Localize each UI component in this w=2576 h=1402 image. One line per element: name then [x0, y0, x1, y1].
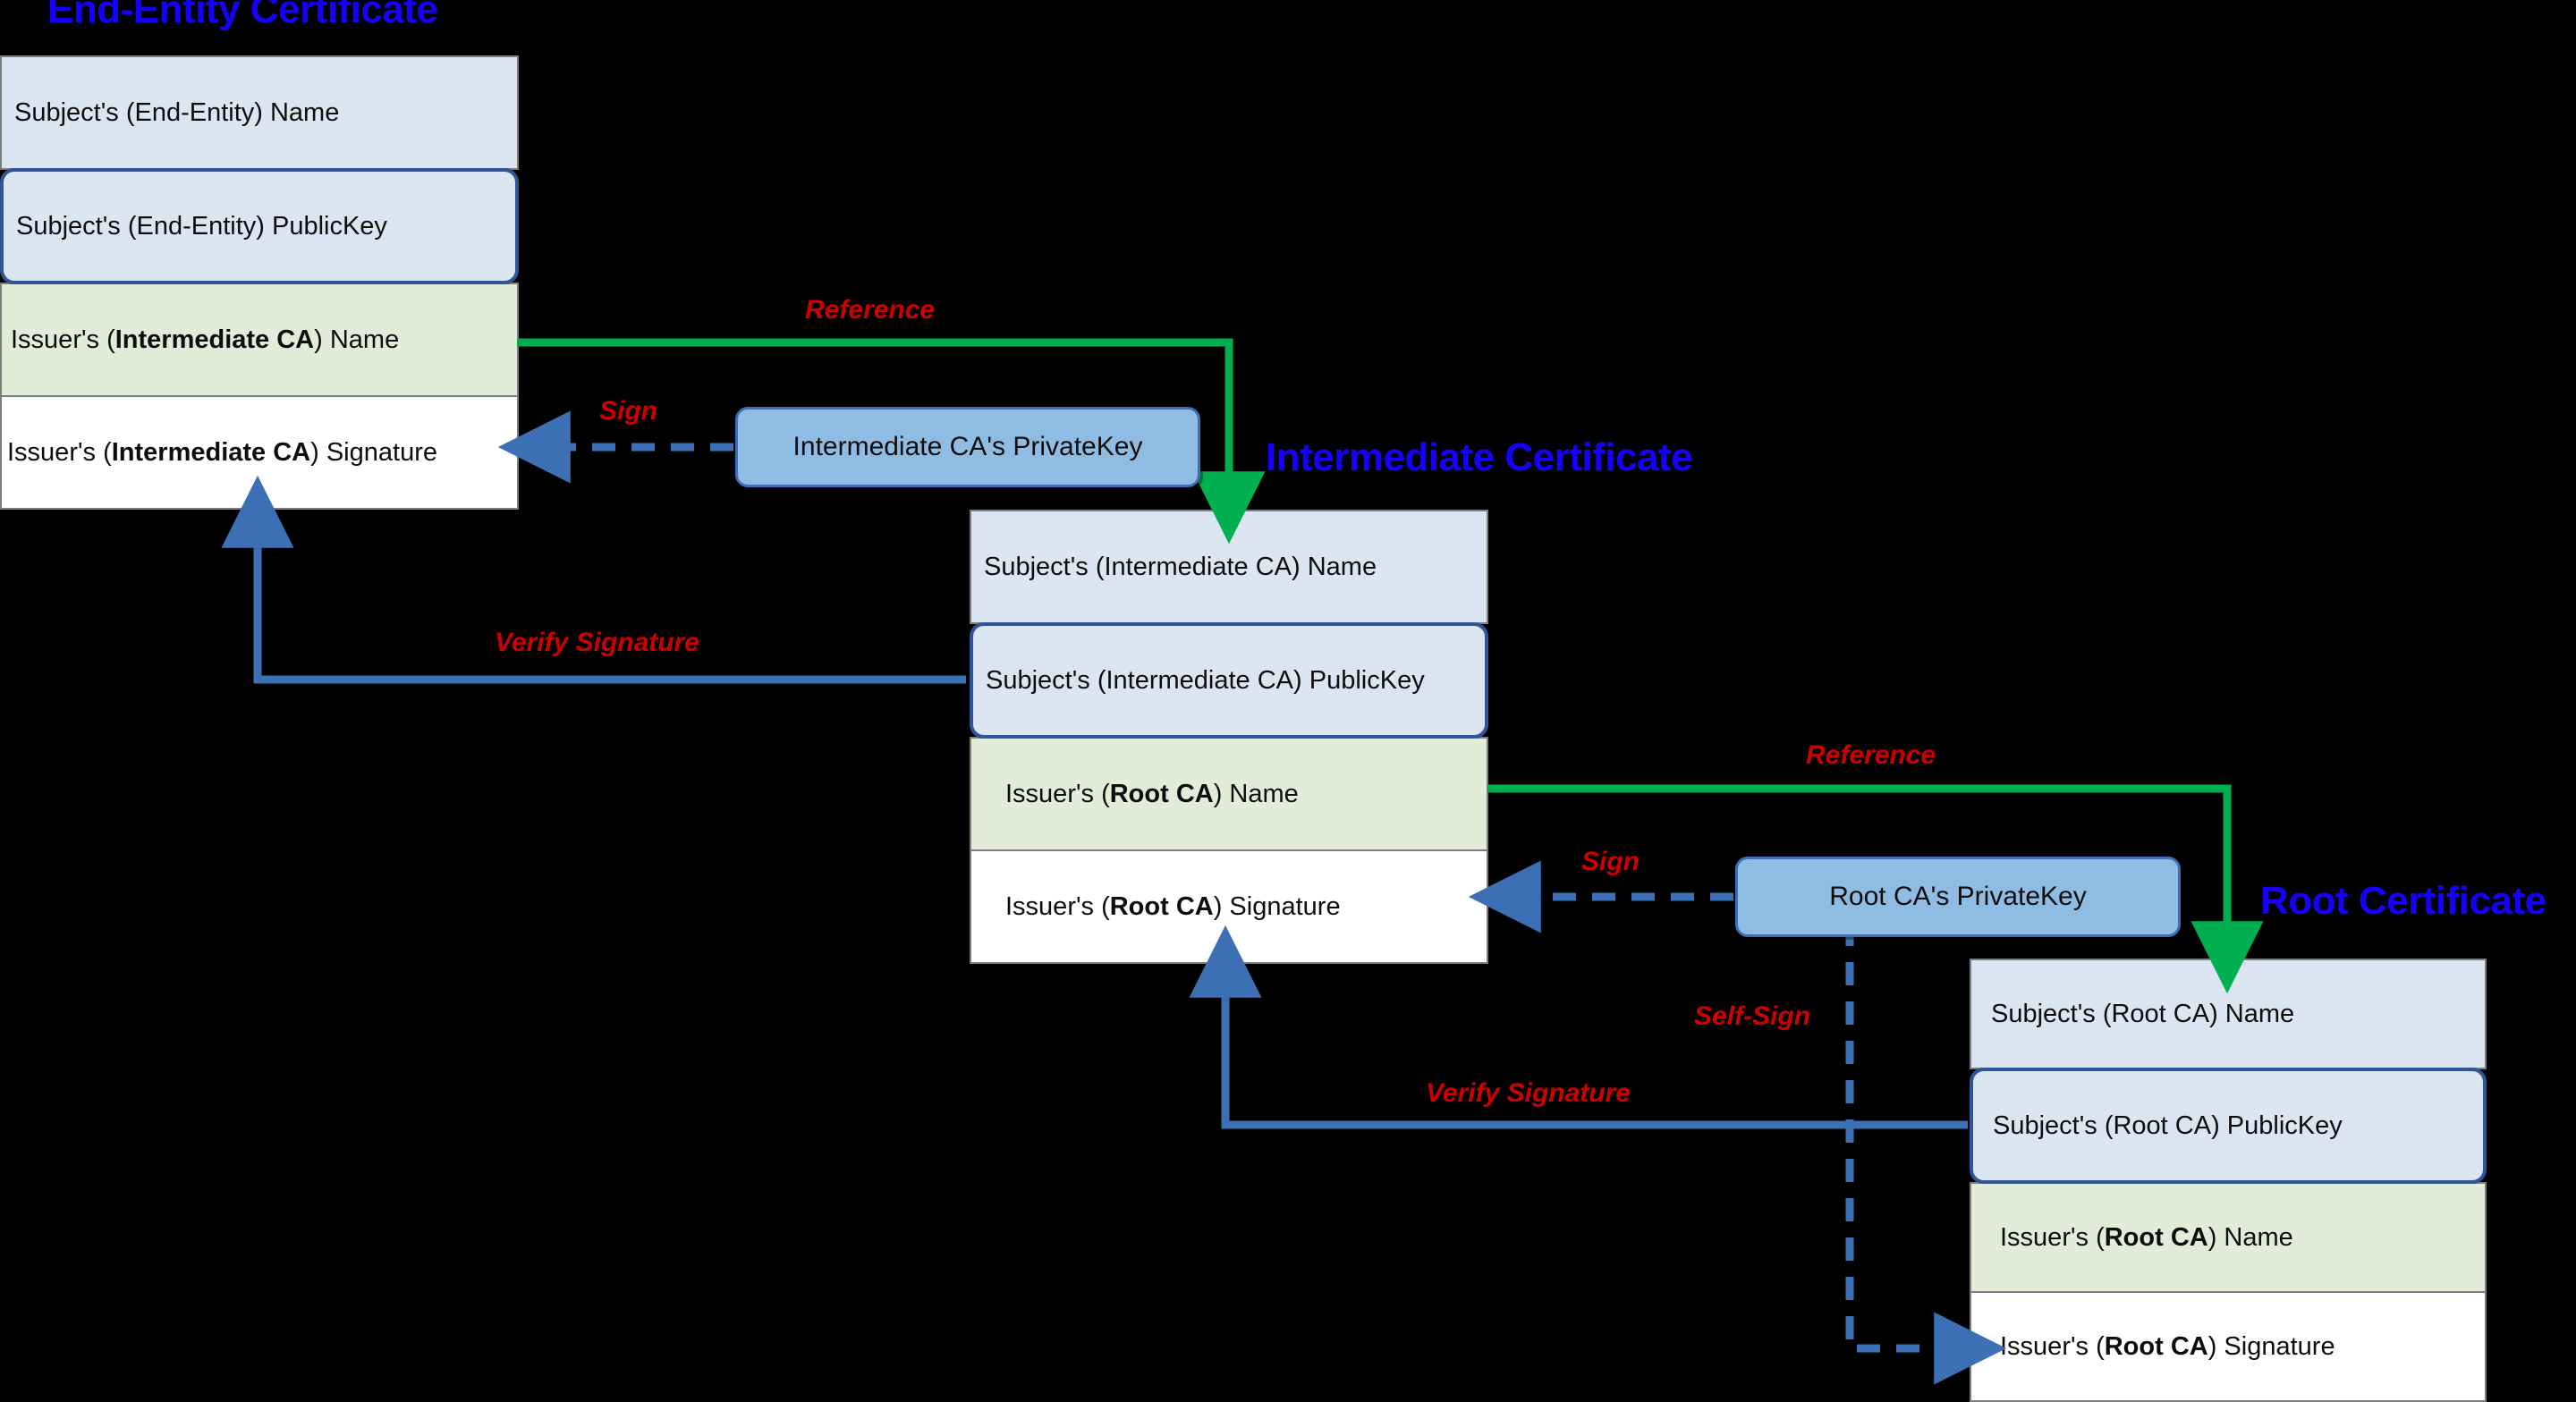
intermediate-subject-publickey-row: Subject's (Intermediate CA) PublicKey — [970, 622, 1488, 739]
edge-label-int-reference: Reference — [1806, 740, 1936, 770]
root-issuer-name-row: Issuer's (Root CA) Name — [1970, 1182, 2487, 1293]
root-issuer-signature-row: Issuer's (Root CA) Signature — [1970, 1291, 2487, 1402]
intermediate-issuer-name-row: Issuer's (Root CA) Name — [970, 737, 1488, 851]
end-entity-subject-publickey-text: Subject's (End-Entity) PublicKey — [16, 211, 387, 241]
edge-label-root-self-sign: Self-Sign — [1694, 1001, 1811, 1031]
end-entity-subject-publickey-row: Subject's (End-Entity) PublicKey — [0, 168, 519, 284]
root-subject-publickey-row: Subject's (Root CA) PublicKey — [1970, 1068, 2487, 1184]
edge-root-self-sign — [1845, 923, 2007, 1385]
intermediate-subject-name-text: Subject's (Intermediate CA) Name — [984, 552, 1377, 581]
edge-label-int-verify: Verify Signature — [1426, 1078, 1631, 1108]
end-entity-certificate-card: Subject's (End-Entity) Name Subject's (E… — [0, 55, 519, 510]
root-certificate-card: Subject's (Root CA) Name Subject's (Root… — [1970, 959, 2487, 1402]
edge-label-int-sign: Sign — [1581, 847, 1640, 876]
end-entity-certificate-title: End-Entity Certificate — [47, 0, 438, 31]
root-issuer-name-text: Issuer's (Root CA) Name — [2000, 1222, 2293, 1252]
intermediate-subject-publickey-text: Subject's (Intermediate CA) PublicKey — [986, 665, 1425, 695]
root-subject-name-row: Subject's (Root CA) Name — [1970, 959, 2487, 1069]
intermediate-issuer-name-text: Issuer's (Root CA) Name — [1005, 779, 1299, 808]
root-issuer-signature-text: Issuer's (Root CA) Signature — [2000, 1331, 2335, 1361]
end-entity-subject-name-text: Subject's (End-Entity) Name — [14, 97, 340, 127]
edge-label-ee-reference: Reference — [805, 295, 936, 325]
end-entity-issuer-signature-text: Issuer's (Intermediate CA) Signature — [7, 437, 437, 467]
edge-label-ee-verify: Verify Signature — [495, 628, 699, 657]
root-certificate-title: Root Certificate — [2260, 879, 2546, 923]
root-ca-privatekey-box: Root CA's PrivateKey — [1735, 857, 2181, 937]
intermediate-issuer-signature-text: Issuer's (Root CA) Signature — [1005, 891, 1341, 921]
intermediate-issuer-signature-row: Issuer's (Root CA) Signature — [970, 849, 1488, 964]
root-subject-name-text: Subject's (Root CA) Name — [1991, 999, 2295, 1028]
intermediate-ca-privatekey-label: Intermediate CA's PrivateKey — [792, 432, 1143, 461]
edge-label-ee-sign: Sign — [599, 396, 657, 426]
intermediate-certificate-title: Intermediate Certificate — [1266, 435, 1693, 479]
root-subject-publickey-text: Subject's (Root CA) PublicKey — [1993, 1111, 2343, 1140]
root-ca-privatekey-label: Root CA's PrivateKey — [1829, 882, 2087, 911]
end-entity-issuer-name-text: Issuer's (Intermediate CA) Name — [11, 325, 400, 354]
intermediate-subject-name-row: Subject's (Intermediate CA) Name — [970, 510, 1488, 624]
end-entity-issuer-signature-row: Issuer's (Intermediate CA) Signature — [0, 395, 519, 510]
intermediate-ca-privatekey-box: Intermediate CA's PrivateKey — [735, 407, 1200, 487]
end-entity-issuer-name-row: Issuer's (Intermediate CA) Name — [0, 283, 519, 397]
intermediate-certificate-card: Subject's (Intermediate CA) Name Subject… — [970, 510, 1488, 964]
end-entity-subject-name-row: Subject's (End-Entity) Name — [0, 55, 519, 170]
